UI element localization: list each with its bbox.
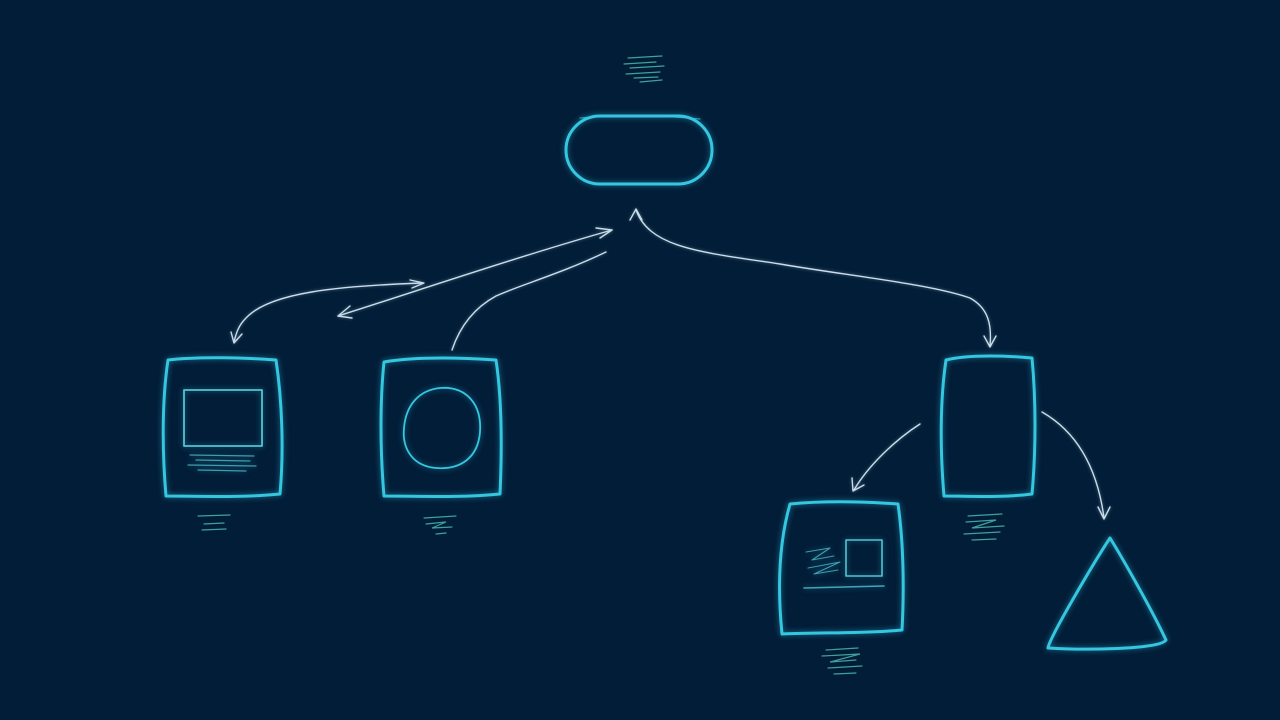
- connector-left-to-root: [337, 229, 613, 317]
- bottom-card-node: [778, 500, 905, 636]
- middle-card-node: [379, 356, 503, 498]
- arrowhead-right-card: [983, 335, 997, 348]
- arrowhead-left-card-top: [409, 279, 425, 289]
- bottom-card-label-scribble: [821, 647, 863, 675]
- middle-card-label-scribble: [423, 515, 457, 535]
- image-placeholder-icon: [183, 389, 263, 447]
- arrowhead-root-left: [595, 227, 613, 239]
- circle-icon: [402, 387, 481, 470]
- left-card-node: [161, 356, 284, 498]
- media-card-icon: [803, 539, 885, 589]
- right-card-label-scribble: [963, 513, 1005, 541]
- arrowhead-tail-left: [337, 305, 353, 319]
- text-lines-scribble: [187, 454, 257, 472]
- arrowhead-bottom-card: [851, 477, 865, 492]
- connector-right-to-triangle: [1041, 411, 1105, 519]
- arrowhead-triangle: [1097, 506, 1111, 520]
- root-node: [564, 114, 714, 186]
- connector-root-to-middle-card: [451, 251, 607, 351]
- connector-root-to-left-card: [233, 282, 423, 343]
- root-label-scribble: [623, 55, 665, 83]
- triangle-node: [1046, 536, 1168, 651]
- connector-root-to-right-card: [635, 209, 992, 347]
- arrowhead-root: [629, 208, 643, 221]
- connector-right-to-bottom-card: [853, 423, 921, 491]
- right-card-node: [939, 354, 1037, 498]
- arrowhead-left-card: [230, 331, 243, 344]
- left-card-label-scribble: [197, 514, 231, 531]
- text-scribble: [805, 547, 841, 575]
